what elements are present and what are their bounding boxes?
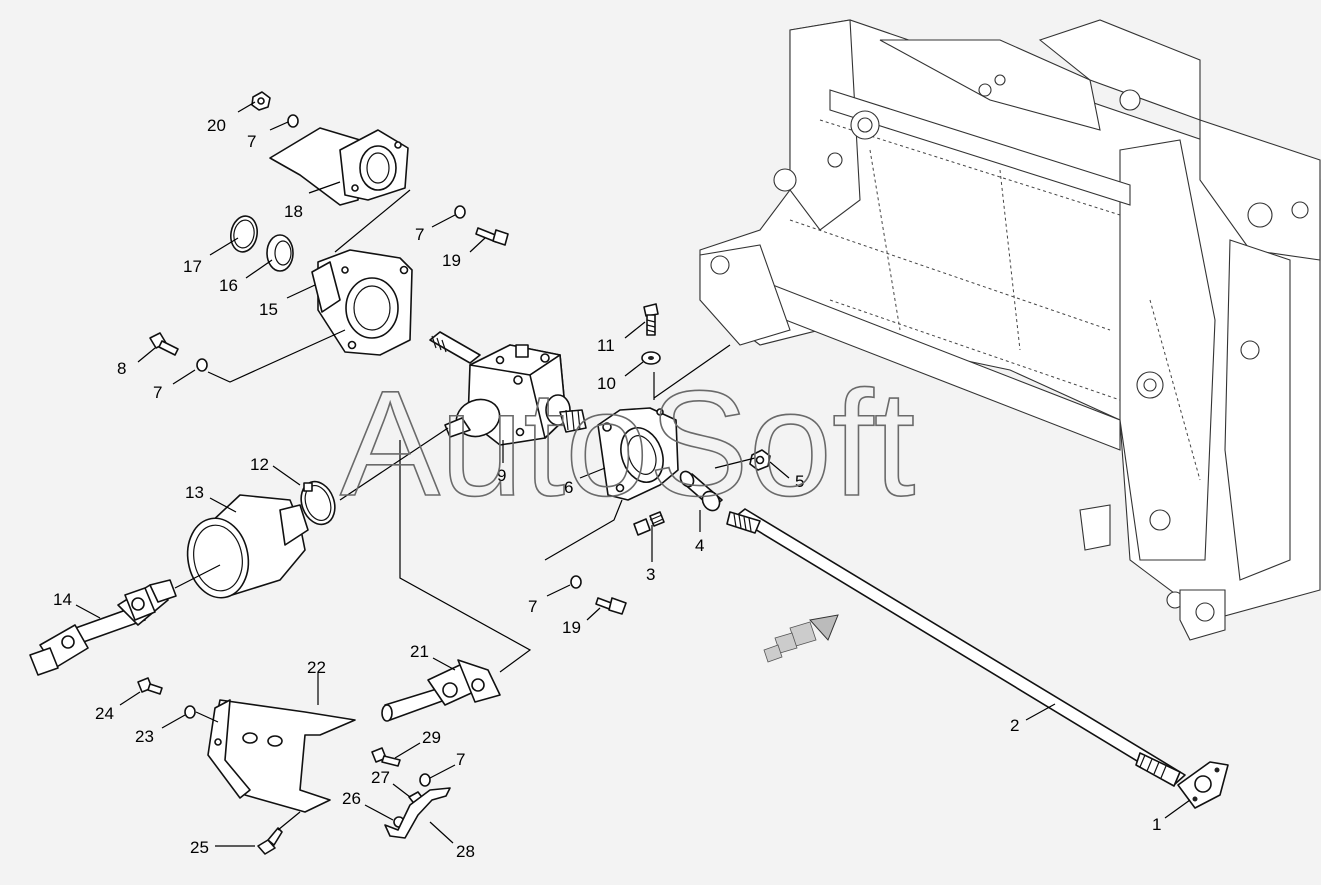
callout-29: 29 bbox=[422, 728, 441, 747]
callout-20: 20 bbox=[207, 116, 226, 135]
direction-arrow bbox=[763, 614, 839, 663]
part-26-29-hardware bbox=[371, 747, 451, 839]
part-5-nut bbox=[749, 449, 771, 471]
callout-6: 6 bbox=[564, 478, 573, 497]
washers-7 bbox=[184, 114, 582, 787]
part-3-bolt bbox=[633, 511, 665, 536]
callout-labels: 1 2 3 4 5 6 7 7 7 7 7 8 9 10 11 12 13 14… bbox=[53, 116, 1161, 861]
callout-10: 10 bbox=[597, 374, 616, 393]
part-9-gearbox bbox=[429, 331, 587, 446]
callout-7-bottom: 7 bbox=[456, 750, 465, 769]
part-8-bolt bbox=[149, 332, 179, 356]
part-6-bracket bbox=[597, 407, 679, 501]
callout-4: 4 bbox=[695, 536, 704, 555]
part-4-bushing bbox=[679, 470, 723, 512]
callout-21: 21 bbox=[410, 642, 429, 661]
part-17-snap-ring bbox=[230, 215, 258, 253]
callout-12: 12 bbox=[250, 455, 269, 474]
callout-17: 17 bbox=[183, 257, 202, 276]
callout-19-top: 19 bbox=[442, 251, 461, 270]
part-22-guard-plate bbox=[207, 699, 356, 813]
callout-24: 24 bbox=[95, 704, 114, 723]
callout-7-left: 7 bbox=[153, 383, 162, 402]
callout-27: 27 bbox=[371, 768, 390, 787]
callout-7-top: 7 bbox=[247, 132, 256, 151]
part-18-shield bbox=[269, 127, 409, 206]
callout-25: 25 bbox=[190, 838, 209, 857]
leader-lines bbox=[75, 101, 1191, 847]
part-1-flange bbox=[1177, 761, 1229, 809]
part-13-boot bbox=[186, 494, 309, 599]
callout-11: 11 bbox=[597, 336, 615, 355]
callout-22: 22 bbox=[307, 658, 326, 677]
part-15-bearing-housing bbox=[311, 249, 413, 356]
callout-28: 28 bbox=[456, 842, 475, 861]
callout-18: 18 bbox=[284, 202, 303, 221]
callout-13: 13 bbox=[185, 483, 204, 502]
callout-5: 5 bbox=[795, 472, 804, 491]
callout-2: 2 bbox=[1010, 716, 1019, 735]
part-10-washer bbox=[641, 351, 661, 365]
callout-8: 8 bbox=[117, 359, 126, 378]
callout-3: 3 bbox=[646, 565, 655, 584]
callout-7-right: 7 bbox=[415, 225, 424, 244]
callout-14: 14 bbox=[53, 590, 72, 609]
callout-19-bottom: 19 bbox=[562, 618, 581, 637]
part-11-bolt bbox=[643, 303, 659, 336]
machine-frame bbox=[699, 19, 1321, 641]
callout-23: 23 bbox=[135, 727, 154, 746]
part-12-clamp-ring bbox=[300, 480, 336, 526]
callout-26: 26 bbox=[342, 789, 361, 808]
part-2-long-shaft bbox=[726, 508, 1186, 787]
callout-9: 9 bbox=[497, 466, 506, 485]
callout-15: 15 bbox=[259, 300, 278, 319]
part-21-universal-joint bbox=[381, 659, 501, 722]
part-16-bearing bbox=[266, 234, 294, 272]
part-20-nut bbox=[251, 91, 271, 111]
callout-7-center: 7 bbox=[528, 597, 537, 616]
callout-16: 16 bbox=[219, 276, 238, 295]
callout-1: 1 bbox=[1152, 815, 1161, 834]
part-24-25-bolts bbox=[137, 677, 283, 855]
part-19-bolts bbox=[475, 227, 627, 615]
part-14-universal-joint bbox=[29, 579, 177, 676]
watermark-text: AutoSoft bbox=[340, 359, 915, 527]
